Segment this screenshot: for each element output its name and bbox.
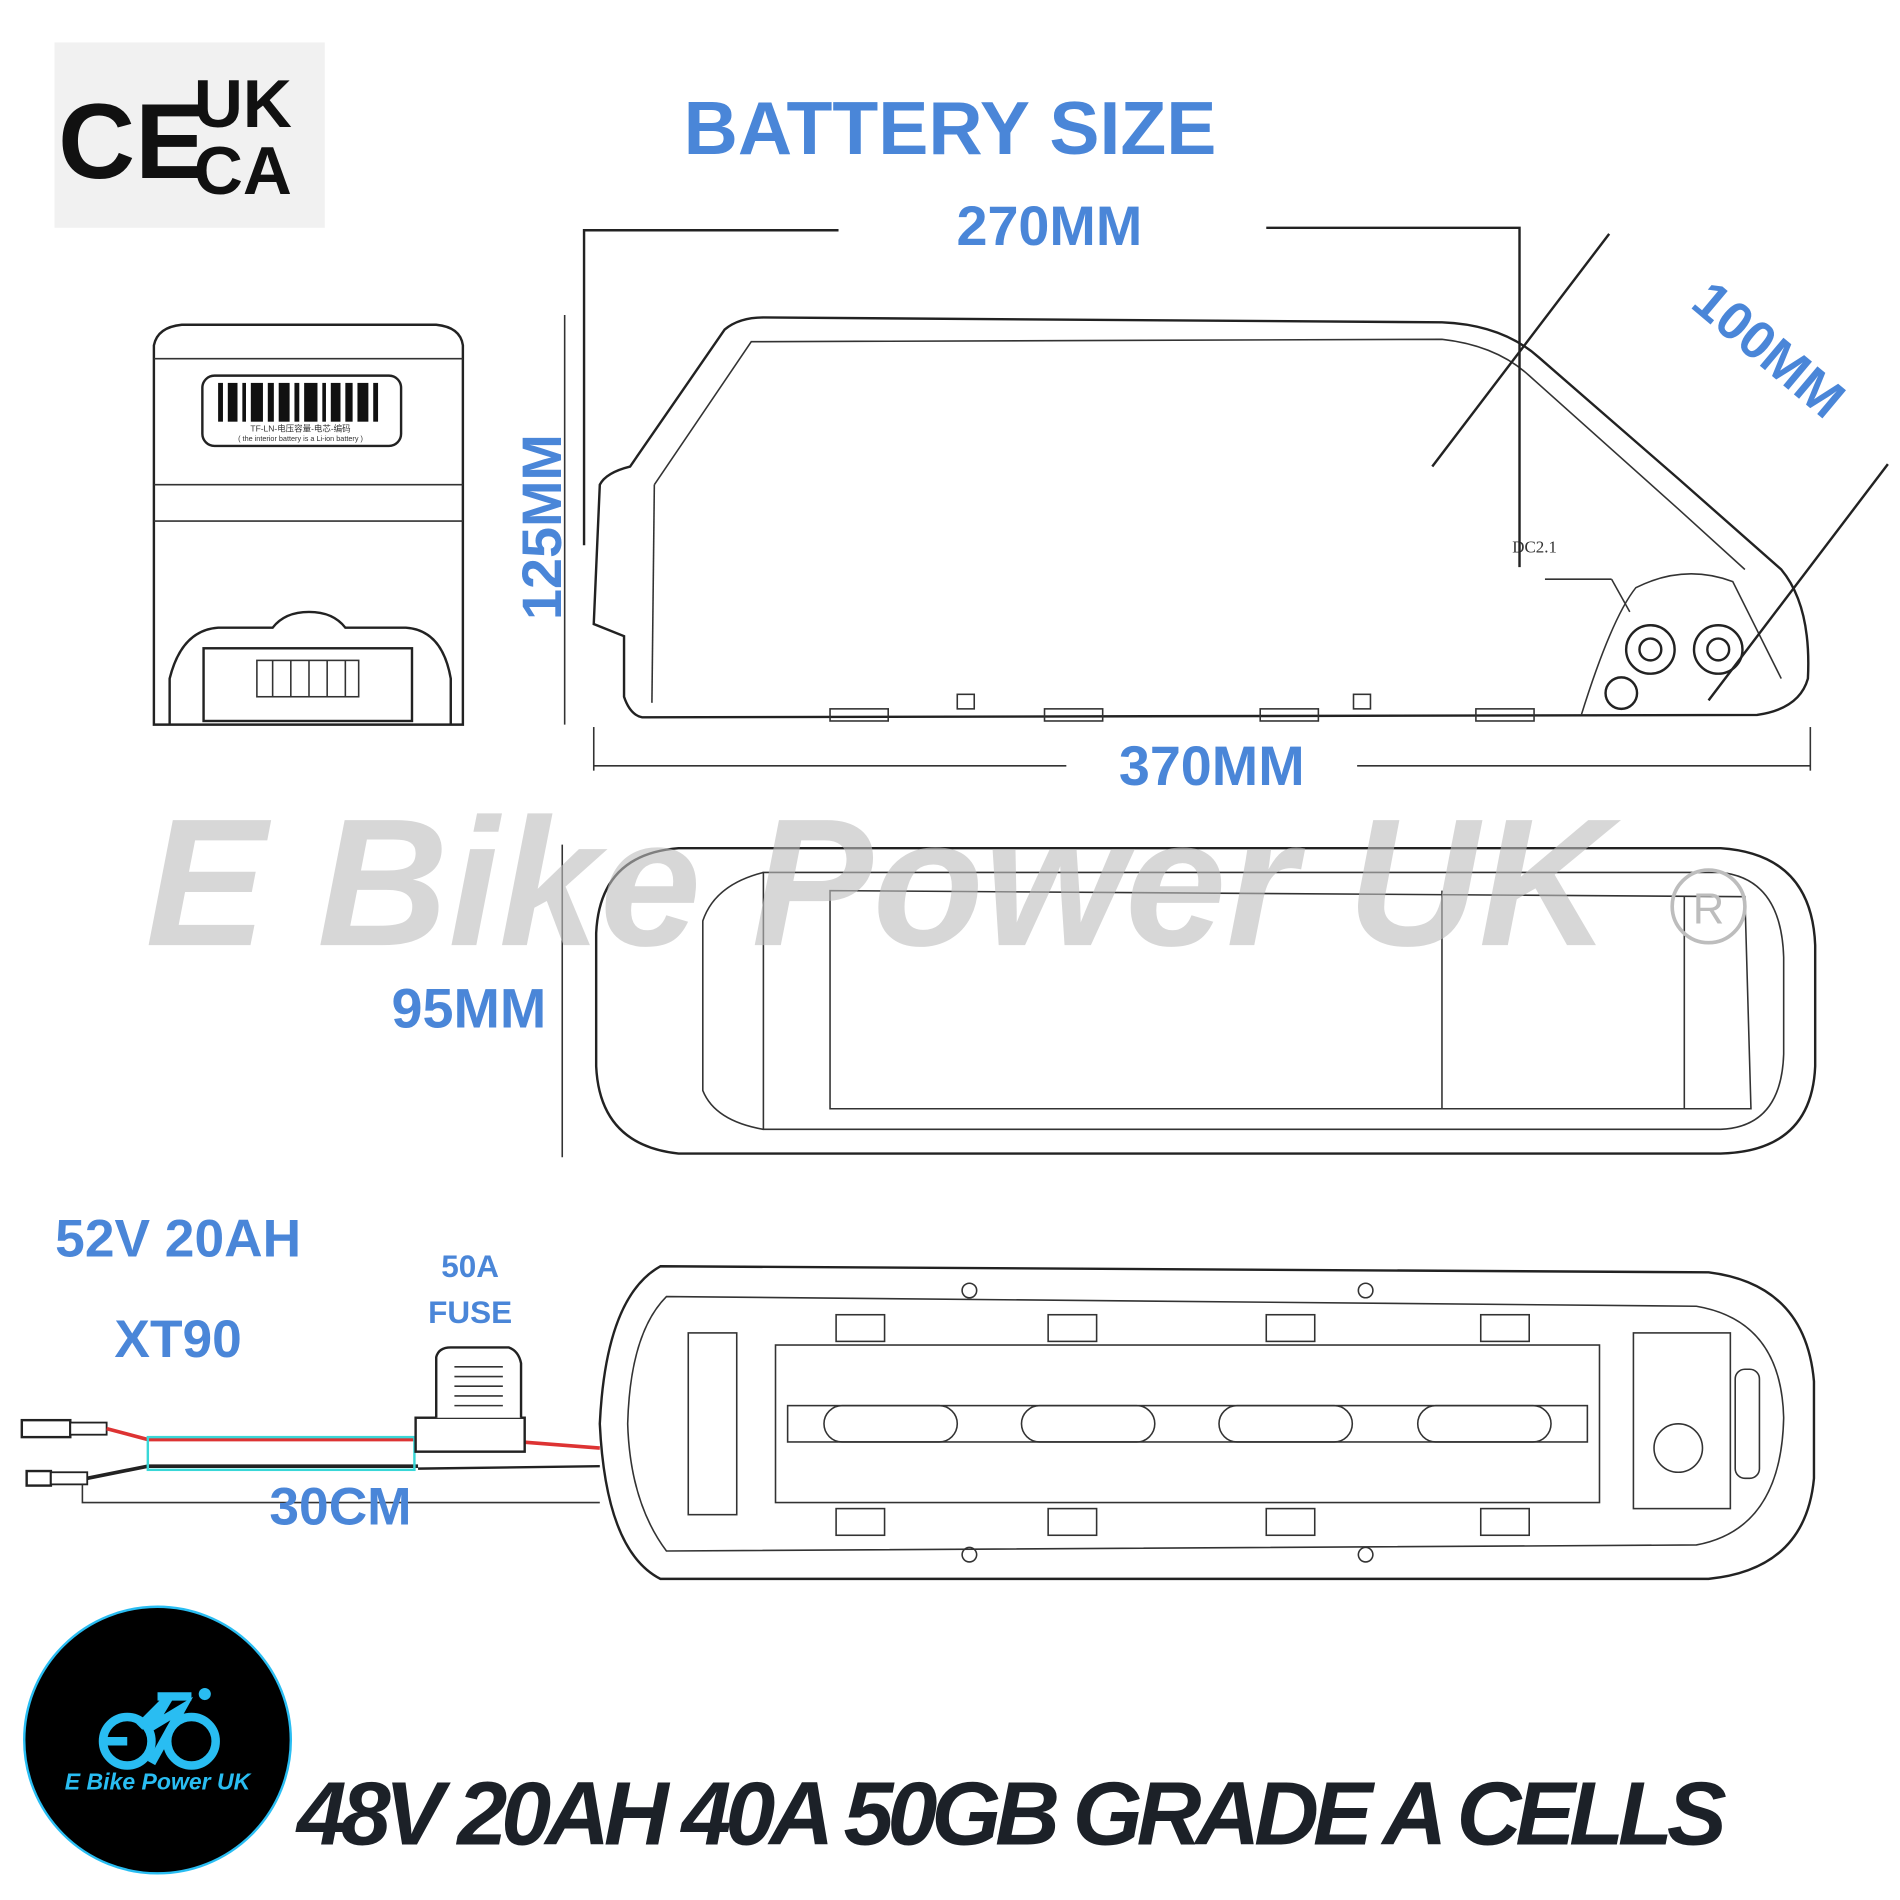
dimension-lines [561, 226, 1889, 1158]
dim-top-length: 270MM [956, 195, 1142, 257]
watermark: E Bike Power UK [145, 780, 1621, 984]
registered-mark-icon: R [1670, 868, 1747, 945]
side-view-drawing: DC2.1 [592, 316, 1810, 722]
dim-width: 95MM [392, 978, 547, 1040]
barcode-line-1: TF-LN-电压容量-电芯-编码 [250, 423, 350, 433]
cable-drawing [20, 1346, 600, 1504]
ce-mark: CE [58, 81, 206, 201]
dim-total-length: 370MM [1119, 735, 1305, 797]
barcode-line-2: ( the interior battery is a Li-ion batte… [238, 434, 363, 443]
front-view-drawing: TF-LN-电压容量-电芯-编码 ( the interior battery … [152, 323, 465, 726]
page-title: BATTERY SIZE [684, 86, 1217, 170]
brand-logo: E Bike Power UK [23, 1605, 293, 1875]
xt90-connector-icon [20, 1418, 72, 1439]
ukca-bottom: CA [194, 134, 292, 209]
ukca-top: UK [194, 67, 292, 142]
dc-port-label: DC2.1 [1512, 538, 1557, 557]
barcode [218, 382, 379, 422]
bottom-view-drawing [598, 1265, 1816, 1581]
fuse-label: FUSE [428, 1294, 512, 1330]
ce-ukca-logo: CE UK CA [54, 42, 325, 228]
voltage-capacity-label: 52V 20AH [55, 1210, 301, 1269]
dim-height: 125MM [511, 434, 573, 620]
dim-diagonal: 100MM [1681, 270, 1855, 429]
cable-length-label: 30CM [269, 1477, 411, 1536]
top-view-drawing [594, 847, 1817, 1155]
fuse-rating-label: 50A [441, 1248, 499, 1284]
connector-label: XT90 [114, 1310, 241, 1369]
brand-logo-text: E Bike Power UK [65, 1769, 253, 1795]
spec-banner: 48V 20AH 40A 50GB GRADE A CELLS [295, 1764, 1726, 1864]
bicycle-icon [98, 1692, 220, 1770]
svg-text:R: R [1693, 885, 1725, 933]
fuse-holder-icon [414, 1346, 526, 1453]
